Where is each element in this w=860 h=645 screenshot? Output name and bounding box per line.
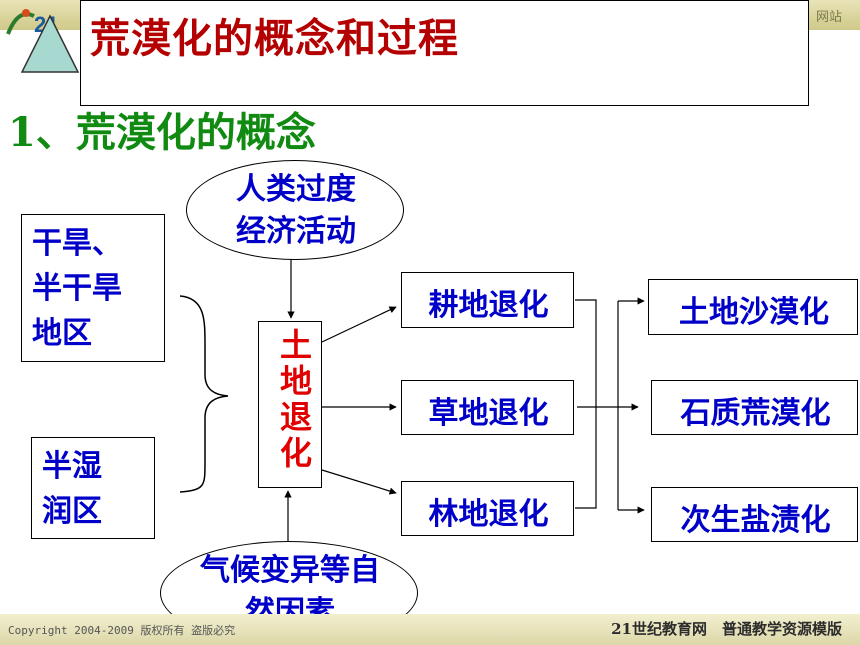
- triangle-decoration: [20, 14, 80, 73]
- human-activity-label: 人类过度 经济活动: [236, 172, 356, 249]
- desertification-label: 土地沙漠化: [679, 295, 829, 330]
- rocky-desertification-box: 石质荒漠化: [651, 380, 858, 435]
- salinization-box: 次生盐渍化: [651, 487, 858, 542]
- arrow-to-farmland: [321, 306, 397, 343]
- arrow-to-forest: [321, 469, 397, 495]
- footer-site-text: 21世纪教育网 普通教学资源模版: [611, 620, 842, 638]
- farmland-degradation-box: 耕地退化: [401, 272, 574, 328]
- desertification-box: 土地沙漠化: [648, 279, 858, 335]
- right-bracket: [575, 299, 597, 509]
- section-heading: 1、荒漠化的概念: [8, 109, 316, 156]
- humid-region-label: 半湿 润区: [42, 449, 102, 529]
- forest-degradation-label: 林地退化: [428, 497, 549, 532]
- rocky-desertification-label: 石质荒漠化: [680, 396, 831, 431]
- grassland-degradation-label: 草地退化: [428, 396, 549, 431]
- humid-region-box: 半湿 润区: [31, 437, 155, 539]
- arid-region-box: 干旱、 半干旱 地区: [21, 214, 165, 362]
- climate-factor-label: 气候变异等自 然因素: [200, 553, 380, 630]
- forest-degradation-box: 林地退化: [401, 481, 574, 536]
- title-box: [80, 0, 809, 106]
- arid-region-label: 干旱、 半干旱 地区: [32, 226, 122, 351]
- brace: [179, 295, 229, 493]
- farmland-degradation-label: 耕地退化: [428, 288, 549, 323]
- footer-band: [0, 614, 860, 645]
- land-degradation-box: 土地退化: [258, 321, 322, 488]
- page-title: 荒漠化的概念和过程: [90, 15, 459, 62]
- human-activity-ellipse: 人类过度 经济活动: [186, 160, 404, 260]
- site-label: 网站: [815, 10, 842, 25]
- grassland-degradation-box: 草地退化: [401, 380, 574, 435]
- land-degradation-label: 土地退化: [275, 328, 313, 472]
- salinization-label: 次生盐渍化: [680, 503, 831, 538]
- copyright-text: Copyright 2004-2009 版权所有 盗版必究: [8, 624, 236, 637]
